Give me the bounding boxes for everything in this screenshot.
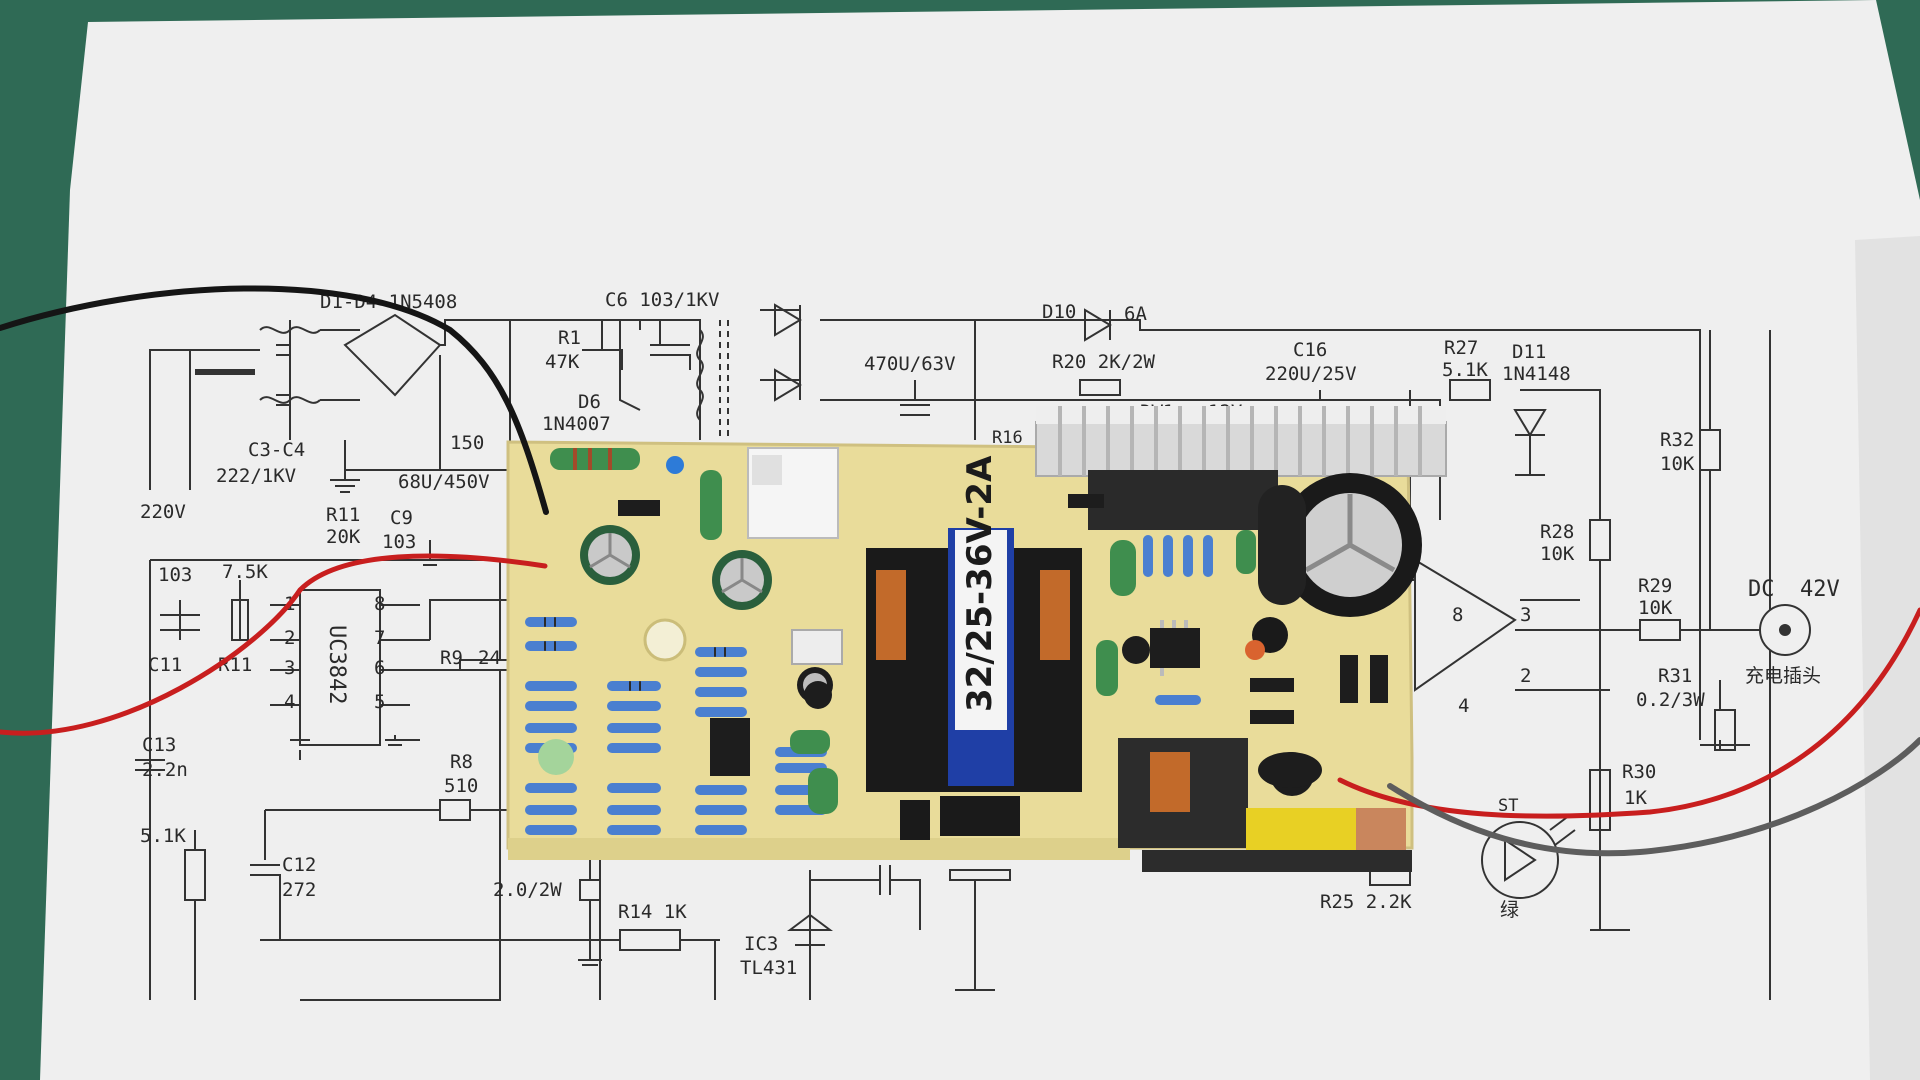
label-r9-value: 24 (478, 647, 501, 669)
label-r32: R32 (1660, 429, 1695, 451)
power-resistor (550, 448, 640, 470)
label-c13-value: 2.2n (142, 759, 188, 781)
wires (0, 285, 1920, 857)
label-r14: R14 1K (618, 901, 687, 923)
label-output-cap: 470U/63V (864, 353, 956, 375)
label-r32-value: 10K (1660, 453, 1695, 475)
label-d6: D6 (578, 391, 601, 413)
label-r11-top: R11 (326, 504, 361, 526)
label-r1-value: 47K (545, 351, 580, 373)
label-c16-value: 220U/25V (1265, 363, 1357, 385)
ic-opamp (1150, 628, 1200, 668)
label-r30: R30 (1622, 761, 1657, 783)
label-r27-value: 5.1K (1442, 359, 1488, 381)
schematic-lines (135, 303, 1811, 1001)
label-r25: R25 2.2K (1320, 891, 1412, 913)
label-r29-value: 10K (1638, 597, 1673, 619)
label-r31-value: 0.2/3W (1636, 689, 1705, 711)
fan-connector (791, 629, 843, 665)
label-c103: 103 (158, 564, 193, 586)
label-c9-value: 103 (382, 531, 417, 553)
electrolytic-caps (580, 473, 1422, 703)
label-d10-value: 6A (1124, 303, 1147, 325)
label-c13: C13 (142, 734, 177, 756)
label-pin-2: 2 (284, 627, 296, 649)
label-220v: 220V (140, 501, 186, 523)
label-r2-value: 150 (450, 432, 485, 454)
label-r28-value: 10K (1540, 543, 1575, 565)
ic-controller (710, 718, 750, 776)
label-c3-c4: C3-C4 (248, 439, 306, 461)
wire-black (0, 285, 549, 515)
label-r1: R1 (558, 327, 581, 349)
label-opamp-pin-2: 2 (1520, 665, 1532, 687)
label-pin-5: 5 (374, 691, 386, 713)
label-r-5k1: 5.1K (140, 825, 186, 847)
label-pin-6: 6 (374, 657, 386, 679)
label-r28: R28 (1540, 521, 1575, 543)
resistor-arrays (525, 535, 1213, 835)
label-c3-c4-value: 222/1KV (216, 465, 297, 487)
label-c16: C16 (1293, 339, 1328, 361)
label-pin-8: 8 (374, 593, 386, 615)
label-d10: D10 (1042, 301, 1077, 323)
heatsink (1035, 406, 1447, 530)
label-r31: R31 (1658, 665, 1693, 687)
label-r11-top-value: 20K (326, 526, 361, 548)
mounting-hole (643, 618, 687, 662)
label-pin-4: 4 (284, 691, 296, 713)
label-c12-value: 272 (282, 879, 317, 901)
label-charge-plug: 充电插头 (1745, 665, 1822, 687)
transformer-label: 32/25-36V-2A (960, 455, 1000, 712)
label-d6-value: 1N4007 (542, 413, 611, 435)
label-r8: R8 (450, 751, 473, 773)
label-pin-7: 7 (374, 627, 386, 649)
label-opamp-pin-8: 8 (1452, 604, 1464, 626)
wire-red-right (1337, 607, 1920, 819)
label-r9: R9 (440, 647, 463, 669)
label-pin-3: 3 (284, 657, 296, 679)
label-c12: C12 (282, 854, 317, 876)
diodes (618, 494, 1388, 724)
label-led-green: 绿 (1500, 899, 1520, 921)
label-r8-value: 510 (444, 775, 479, 797)
label-c6: C6 103/1KV (605, 289, 720, 311)
label-r-7k5: 7.5K (222, 561, 268, 583)
label-r29: R29 (1638, 575, 1673, 597)
label-ic3-value: TL431 (740, 957, 798, 979)
label-dc-value: 42V (1800, 577, 1840, 602)
transformer (866, 528, 1082, 840)
label-st: ST (1498, 796, 1519, 816)
label-bulk-cap: 68U/450V (398, 471, 490, 493)
wire-gray (1387, 737, 1920, 857)
label-r20: R20 2K/2W (1052, 351, 1155, 373)
label-r30-value: 1K (1624, 787, 1647, 809)
label-r16: R16 (992, 428, 1023, 448)
label-r27: R27 (1444, 337, 1479, 359)
label-uc3842: UC3842 (324, 625, 349, 705)
label-c11: C11 (148, 654, 183, 676)
label-d11: D11 (1512, 341, 1547, 363)
label-d11-value: 1N4148 (1502, 363, 1571, 385)
paper-shadow-right (1855, 236, 1920, 1080)
label-opamp-pin-3: 3 (1520, 604, 1532, 626)
label-c9: C9 (390, 507, 413, 529)
wire-red-left (0, 553, 548, 736)
label-dc: DC (1748, 577, 1775, 602)
output-filter (1118, 738, 1406, 850)
label-ic3: IC3 (744, 933, 779, 955)
label-r-sense: 2.0/2W (493, 879, 562, 901)
label-opamp-pin-4: 4 (1458, 695, 1470, 717)
pcb-substrate-bottom-strip (508, 838, 1130, 860)
